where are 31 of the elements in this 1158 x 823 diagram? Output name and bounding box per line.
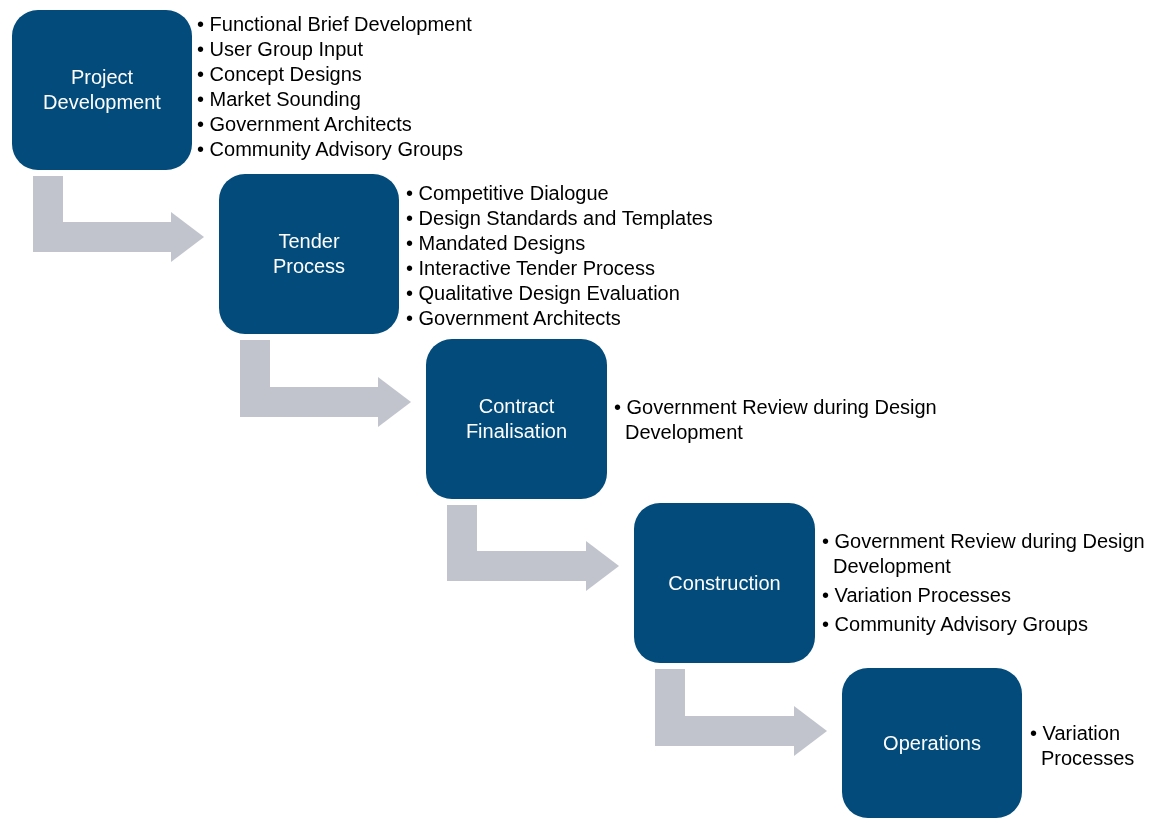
bullet-item: • Community Advisory Groups — [822, 612, 1089, 637]
bullet-item: • Qualitative Design Evaluation — [406, 281, 681, 306]
stage-title: Contract Finalisation — [464, 394, 569, 444]
stage-box — [842, 668, 1022, 818]
stage-title: Tender Process — [271, 229, 347, 279]
bullet-item: • Variation Processes — [1030, 721, 1136, 771]
bullet-item: • Government Review during Design Development — [822, 529, 1146, 579]
bullet-item: • Market Sounding — [197, 87, 362, 112]
bullet-item: • Government Architects — [197, 112, 413, 137]
stage-title: Operations — [883, 730, 981, 756]
elbow-arrow — [240, 340, 411, 427]
bullet-item: • Interactive Tender Process — [406, 256, 656, 281]
bullet-item: • Functional Brief Development — [197, 12, 473, 37]
stage-box — [12, 10, 192, 170]
bullet-item: • User Group Input — [197, 37, 364, 62]
stage-box — [426, 339, 607, 499]
stage-title: Project Development — [42, 65, 162, 115]
bullet-item: • Concept Designs — [197, 62, 363, 87]
bullet-item: • Competitive Dialogue — [406, 181, 610, 206]
bullet-item: • Design Standards and Templates — [406, 206, 714, 231]
bullet-item: • Government Architects — [406, 306, 622, 331]
stage-title: Construction — [668, 570, 781, 596]
elbow-arrow — [655, 669, 827, 756]
elbow-arrow — [447, 505, 619, 591]
bullet-item: • Community Advisory Groups — [197, 137, 464, 162]
elbow-arrow — [33, 176, 204, 262]
stage-box — [219, 174, 399, 334]
stage-box — [634, 503, 815, 663]
bullet-item: • Variation Processes — [822, 583, 1012, 608]
bullet-item: • Mandated Designs — [406, 231, 587, 256]
bullet-item: • Government Review during Design Development — [614, 395, 938, 445]
